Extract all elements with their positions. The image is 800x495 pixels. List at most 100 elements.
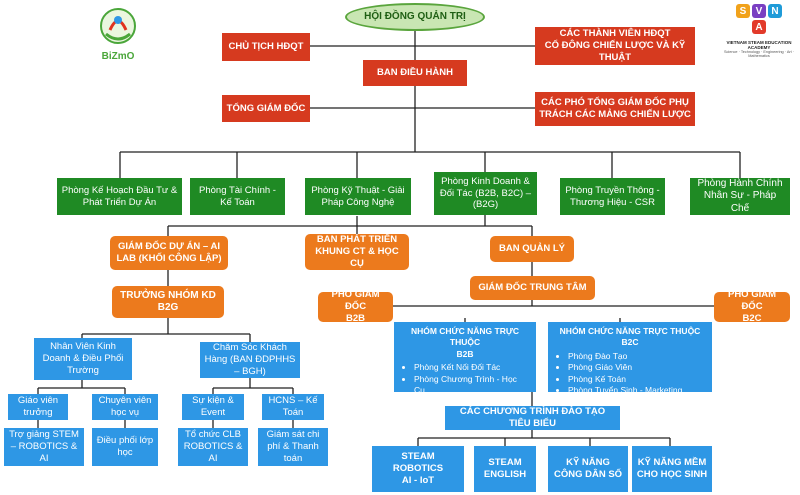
cost-supervision: Giám sát chi phí & Thanh toán — [258, 428, 328, 466]
management-board: BAN QUẢN LÝ — [490, 236, 574, 262]
executive-board-box: BAN ĐIỀU HÀNH — [363, 60, 467, 86]
cost-supervision-label: Giám sát chi phí & Thanh toán — [266, 429, 320, 464]
management-label: BAN QUẢN LÝ — [499, 243, 565, 255]
curriculum-dev-line2: KHUNG CT & HỌC CỤ — [315, 246, 399, 269]
dept-sales-partners: Phòng Kinh Doanh & Đối Tác (B2B, B2C) – … — [434, 172, 537, 215]
b2b-item: Phòng Tuyển Sinh -Marketing — [414, 397, 530, 408]
dept-communications: Phòng Truyền Thông - Thương Hiệu - CSR — [560, 178, 665, 215]
head-teacher: Giáo viên trưởng — [8, 394, 68, 420]
logo-letter-n: N — [768, 4, 782, 18]
customer-care: Chăm Sóc Khách Hàng (BAN ĐDPHHS – BGH) — [200, 342, 300, 378]
program-line1: STEAM — [488, 457, 522, 469]
curriculum-dev-board: BAN PHÁT TRIỂN KHUNG CT & HỌC CỤ — [305, 234, 409, 270]
b2b-items: Phòng Kết Nối Đối Tác Phòng Chương Trình… — [400, 362, 530, 408]
b2c-item: Phòng Tuyển Sinh - Marketing — [568, 385, 706, 396]
steam-academy-logo: S V N A VIETNAM STEAM EDUCATION ACADEMY … — [722, 4, 796, 70]
deputy-b2b-line2: B2B — [345, 312, 365, 322]
b2b-function-group: NHÓM CHỨC NĂNG TRỰC THUỘC B2B Phòng Kết … — [394, 322, 536, 407]
academy-subcaption: Science · Technology · Engineering · Art… — [724, 50, 794, 58]
b2g-sales-lead: TRƯỞNG NHÓM KD B2G — [112, 286, 224, 318]
board-members-line2: CỔ ĐÔNG CHIẾN LƯỢC VÀ KỸ THUẬT — [544, 40, 686, 63]
dept-hr-legal: Phòng Hành Chính Nhân Sự - Pháp Chế — [690, 178, 790, 215]
deputy-director-b2c: PHÓ GIÁM ĐỐC B2C — [714, 292, 790, 322]
deputy-b2c-line1: PHÓ GIÁM ĐỐC — [727, 292, 777, 313]
b2b-group-title: NHÓM CHỨC NĂNG TRỰC THUỘC B2B — [400, 326, 530, 360]
program-line2: CHO HỌC SINH — [636, 469, 708, 480]
logo-letter-s: S — [736, 4, 750, 18]
program-steam-english: STEAM ENGLISH — [474, 446, 536, 492]
academy-caption: VIETNAM STEAM EDUCATION ACADEMY — [726, 40, 792, 50]
center-director: GIÁM ĐỐC TRUNG TÂM — [470, 276, 595, 300]
class-coordination-label: Điều phối lớp học — [96, 435, 154, 458]
b2g-lead-line1: TRƯỞNG NHÓM KD — [120, 289, 216, 301]
hr-accounting-label: HCNS – Kế Toán — [268, 395, 318, 418]
board-of-directors: HỘI ĐỒNG QUẢN TRỊ — [345, 3, 485, 31]
customer-care-label: Chăm Sóc Khách Hàng (BAN ĐDPHHS – BGH) — [204, 342, 296, 377]
executive-board-label: BAN ĐIỀU HÀNH — [377, 67, 453, 79]
b2c-items: Phòng Đào Tạo Phòng Giáo Viên Phòng Kế T… — [554, 351, 706, 397]
deputy-b2b-line1: PHÓ GIÁM ĐỐC — [331, 292, 380, 313]
board-members-line1: CÁC THÀNH VIÊN HĐQT — [559, 28, 671, 40]
logo-letter-v: V — [752, 4, 766, 18]
bizmo-emblem-icon — [100, 8, 136, 44]
bizmo-logo-text: BiZmO — [101, 51, 135, 62]
programs-title: CÁC CHƯƠNG TRÌNH ĐÀO TẠO TIÊU BIỂU — [445, 406, 620, 430]
program-line1: KỸ NĂNG MỀM — [637, 457, 707, 469]
vice-ceo-box: CÁC PHÓ TỔNG GIÁM ĐỐC PHỤ TRÁCH CÁC MẢNG… — [535, 92, 695, 126]
curriculum-dev-line1: BAN PHÁT TRIỂN — [316, 234, 398, 246]
ceo-box: TỔNG GIÁM ĐỐC — [222, 95, 310, 122]
teaching-assistant: Trợ giảng STEM – ROBOTICS & AI — [4, 428, 84, 466]
board-label: HỘI ĐỒNG QUẢN TRỊ — [364, 10, 466, 22]
b2c-item: Phòng Kế Toán — [568, 374, 706, 385]
dept-finance: Phòng Tài Chính - Kế Toán — [190, 178, 285, 215]
robotics-club: Tổ chức CLB ROBOTICS & AI — [178, 428, 248, 466]
hr-accounting: HCNS – Kế Toán — [262, 394, 324, 420]
robotics-club-label: Tổ chức CLB ROBOTICS & AI — [183, 429, 243, 464]
dept-label: Phòng Kinh Doanh & Đối Tác (B2B, B2C) – … — [439, 175, 532, 211]
program-line1: KỸ NĂNG — [566, 457, 610, 469]
b2g-lead-line2: B2G — [157, 302, 179, 313]
program-soft-skills: KỸ NĂNG MỀM CHO HỌC SINH — [632, 446, 712, 492]
dept-label: Phòng Kỹ Thuật - Giải Pháp Công Nghệ — [311, 184, 405, 208]
class-coordination: Điều phối lớp học — [92, 428, 158, 466]
academic-specialist-label: Chuyên viên học vụ — [98, 395, 152, 418]
b2b-title-line2: B2B — [456, 348, 474, 359]
program-line2: AI - IoT — [401, 474, 435, 486]
program-steam-robotics: STEAM ROBOTICS AI - IoT — [372, 446, 464, 492]
vice-ceo-label: CÁC PHÓ TỔNG GIÁM ĐỐC PHỤ TRÁCH CÁC MẢNG… — [539, 97, 691, 120]
academic-specialist: Chuyên viên học vụ — [92, 394, 158, 420]
center-director-label: GIÁM ĐỐC TRUNG TÂM — [478, 282, 587, 294]
events: Sự kiện & Event — [182, 394, 244, 420]
program-digital-citizen: KỸ NĂNG CÔNG DÂN SỐ — [548, 446, 628, 492]
b2c-function-group: NHÓM CHỨC NĂNG TRỰC THUỘC B2C Phòng Đào … — [548, 322, 712, 395]
deputy-b2c-line2: B2C — [742, 312, 762, 322]
b2c-group-title: NHÓM CHỨC NĂNG TRỰC THUỘC B2C — [559, 326, 701, 348]
dept-investment-planning: Phòng Kế Hoạch Đầu Tư & Phát Triển Dự Án — [57, 178, 182, 215]
ai-lab-label: GIÁM ĐỐC DỰ ÁN – AI LAB (KHỐI CÔNG LẬP) — [116, 241, 222, 264]
programs-title-label: CÁC CHƯƠNG TRÌNH ĐÀO TẠO TIÊU BIỂU — [459, 406, 606, 429]
b2c-item: Phòng Giáo Viên — [568, 362, 706, 373]
deputy-director-b2b: PHÓ GIÁM ĐỐC B2B — [318, 292, 393, 322]
bizmo-logo: BiZmO — [88, 4, 148, 62]
dept-label: Phòng Hành Chính Nhân Sự - Pháp Chế — [697, 178, 783, 214]
dept-label: Phòng Truyền Thông - Thương Hiệu - CSR — [565, 184, 660, 208]
sales-coordinator-label: Nhân Viên Kinh Doanh & Điều Phối Trường — [42, 341, 124, 376]
program-line1: STEAM ROBOTICS — [392, 451, 444, 475]
board-members-box: CÁC THÀNH VIÊN HĐQT CỔ ĐÔNG CHIẾN LƯỢC V… — [535, 27, 695, 65]
dept-label: Phòng Kế Hoạch Đầu Tư & Phát Triển Dự Án — [61, 184, 178, 208]
ceo-label: TỔNG GIÁM ĐỐC — [226, 102, 306, 114]
ai-lab-director: GIÁM ĐỐC DỰ ÁN – AI LAB (KHỐI CÔNG LẬP) — [110, 236, 228, 270]
program-line2: ENGLISH — [483, 469, 527, 480]
b2b-item: Phòng Chương Trình - Học Cụ — [414, 374, 530, 397]
teaching-assistant-label: Trợ giảng STEM – ROBOTICS & AI — [9, 429, 79, 464]
chairman-label: CHỦ TỊCH HĐQT — [228, 41, 304, 53]
events-label: Sự kiện & Event — [192, 395, 234, 418]
b2b-item: Phòng Kết Nối Đối Tác — [414, 362, 530, 373]
program-line2: CÔNG DÂN SỐ — [553, 469, 623, 480]
dept-technology: Phòng Kỹ Thuật - Giải Pháp Công Nghệ — [305, 178, 411, 215]
b2c-item: Phòng Đào Tạo — [568, 351, 706, 362]
logo-letter-a: A — [752, 20, 766, 34]
head-teacher-label: Giáo viên trưởng — [17, 395, 59, 418]
b2b-title-line1: NHÓM CHỨC NĂNG TRỰC THUỘC — [410, 326, 520, 348]
